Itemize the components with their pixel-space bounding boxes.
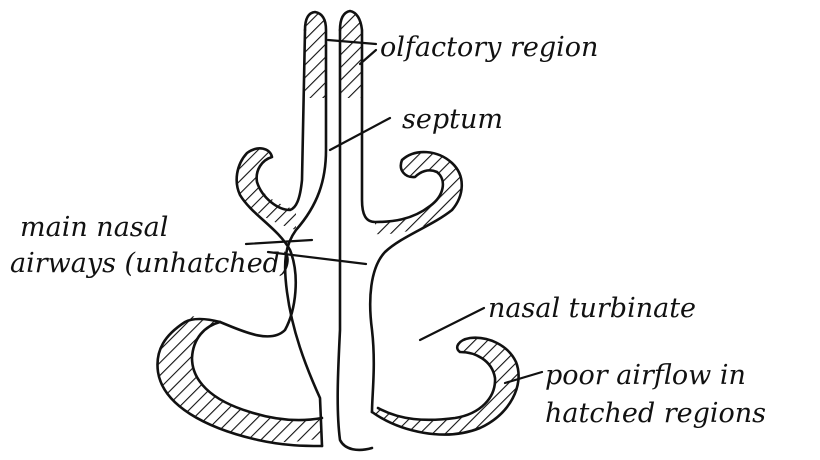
main-nasal-label-line1: main nasal — [20, 212, 168, 243]
nasal-turbinate-label: nasal turbinate — [488, 293, 696, 324]
septum-label: septum — [402, 104, 503, 135]
poor-airflow-label-line2: hatched regions — [545, 398, 766, 429]
poor-airflow-label-line1: poor airflow in — [545, 360, 746, 391]
olfactory-region-left-hatch — [305, 12, 326, 98]
olfactory-region-label: olfactory region — [380, 32, 598, 63]
turbinate-leader — [420, 308, 484, 340]
main-nasal-label-line2: airways (unhatched) — [10, 248, 291, 279]
olfactory-region-right-hatch — [340, 11, 362, 98]
airways-leader-left — [246, 240, 312, 244]
